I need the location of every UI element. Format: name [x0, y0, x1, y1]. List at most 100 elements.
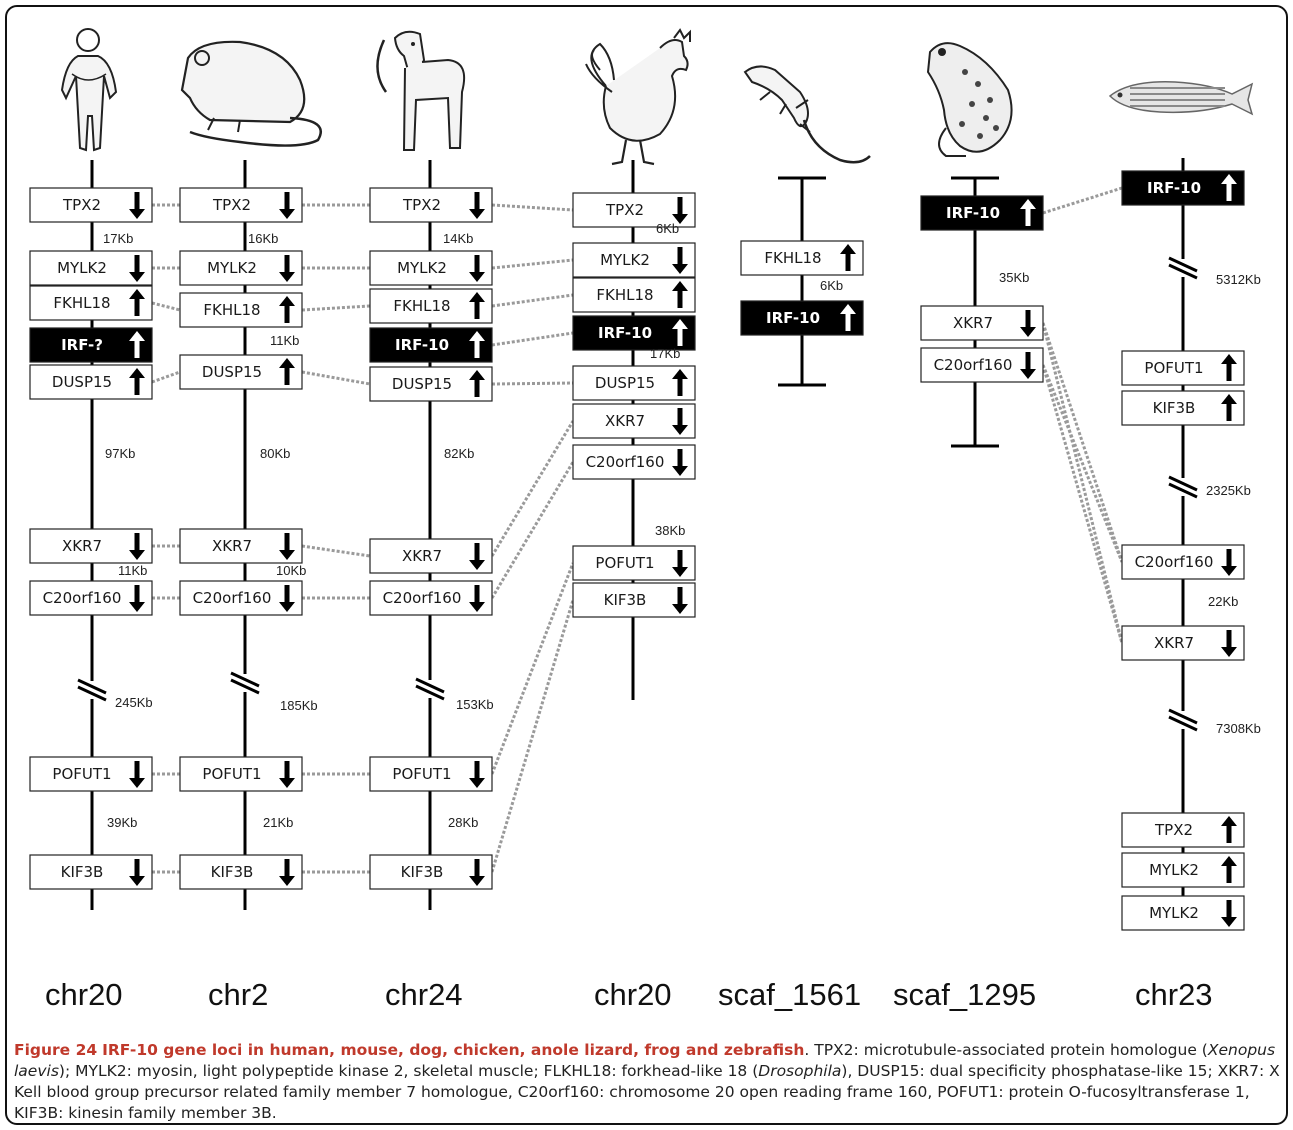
break-mark	[1168, 708, 1198, 725]
gene-label: DUSP15	[392, 375, 452, 393]
distance-label: 35Kb	[999, 270, 1029, 285]
gene-box: C20orf160	[1121, 544, 1245, 580]
arrow-down-icon	[279, 859, 295, 886]
arrow-down-icon	[1221, 549, 1237, 576]
arrow-up-icon	[469, 370, 485, 397]
gene-box: IRF-10	[572, 315, 696, 351]
gene-label: C20orf160	[43, 589, 122, 607]
figure-frame	[5, 5, 1288, 1125]
gene-box: C20orf160	[920, 347, 1044, 383]
arrow-down-icon	[279, 533, 295, 560]
distance-label: 7308Kb	[1216, 721, 1261, 736]
arrow-down-icon	[129, 761, 145, 788]
gene-loci-diagram: TPX2MYLK2FKHL18IRF-?DUSP15XKR7C20orf160P…	[29, 28, 1261, 1012]
gene-label: IRF-10	[598, 324, 652, 342]
arrow-down-icon	[1221, 630, 1237, 657]
dog-icon	[376, 30, 466, 151]
gene-box: KIF3B	[572, 582, 696, 618]
chromosome-label: chr20	[594, 977, 672, 1012]
gene-label: XKR7	[953, 314, 993, 332]
gene-box: FKHL18	[29, 285, 153, 321]
distance-label: 16Kb	[248, 231, 278, 246]
gene-box: POFUT1	[29, 756, 153, 792]
gene-box: KIF3B	[1121, 390, 1245, 426]
gene-box: MYLK2	[369, 250, 493, 286]
caption-text: ), DUSP15: dual specificity phosphatase-…	[14, 1062, 1280, 1122]
break-mark	[415, 677, 445, 694]
gene-label: FKHL18	[393, 297, 450, 315]
arrow-up-icon	[840, 304, 856, 331]
chicken-icon	[585, 28, 691, 166]
gene-label: POFUT1	[595, 554, 654, 572]
gene-box: KIF3B	[369, 854, 493, 890]
gene-box: DUSP15	[29, 364, 153, 400]
gene-label: TPX2	[402, 196, 441, 214]
figure-caption: Figure 24 IRF-10 gene loci in human, mou…	[14, 1040, 1284, 1124]
ortholog-link-26	[1041, 322, 1124, 563]
distance-label: 82Kb	[444, 446, 474, 461]
arrow-down-icon	[469, 585, 485, 612]
chromosome-label: chr24	[385, 977, 463, 1012]
distance-label: 153Kb	[456, 697, 494, 712]
gene-box: IRF-10	[740, 300, 864, 336]
arrow-up-icon	[672, 281, 688, 308]
gene-label: MYLK2	[207, 259, 257, 277]
arrow-down-icon	[672, 587, 688, 614]
ortholog-link-21	[490, 461, 575, 599]
arrow-down-icon	[129, 859, 145, 886]
gene-label: DUSP15	[595, 374, 655, 392]
arrow-down-icon	[469, 859, 485, 886]
arrow-down-icon	[672, 550, 688, 577]
gene-label: MYLK2	[600, 251, 650, 269]
ortholog-link-16	[491, 203, 574, 212]
gene-box: DUSP15	[179, 354, 303, 390]
ortholog-link-3	[151, 370, 181, 384]
break-mark	[230, 671, 260, 688]
gene-label: C20orf160	[383, 589, 462, 607]
arrow-down-icon	[469, 192, 485, 219]
gene-label: C20orf160	[934, 356, 1013, 374]
arrow-up-icon	[672, 319, 688, 346]
ortholog-link-19	[491, 381, 574, 386]
chromosome-label: scaf_1561	[718, 977, 861, 1012]
gene-box: POFUT1	[572, 545, 696, 581]
ortholog-link-24	[491, 331, 574, 347]
ortholog-link-29	[1041, 364, 1124, 644]
gene-box: MYLK2	[179, 250, 303, 286]
gene-box: POFUT1	[369, 756, 493, 792]
gene-box: IRF-?	[29, 327, 153, 363]
orthology-links	[151, 186, 1124, 874]
break-mark	[1168, 256, 1198, 273]
distance-label: 17Kb	[103, 231, 133, 246]
distance-label: 11Kb	[270, 333, 299, 348]
arrow-down-icon	[672, 408, 688, 435]
break-mark	[1168, 475, 1198, 492]
arrow-down-icon	[279, 192, 295, 219]
gene-box: TPX2	[1121, 812, 1245, 848]
arrow-down-icon	[279, 585, 295, 612]
arrow-down-icon	[279, 761, 295, 788]
gene-label: C20orf160	[586, 453, 665, 471]
gene-box: MYLK2	[29, 250, 153, 286]
gene-box: C20orf160	[29, 580, 153, 616]
gene-label: TPX2	[62, 196, 101, 214]
ortholog-link-17	[491, 258, 574, 270]
ortholog-link-25	[1042, 186, 1123, 215]
gene-box: IRF-10	[369, 327, 493, 363]
distance-label: 80Kb	[260, 446, 290, 461]
distance-label: 245Kb	[115, 695, 153, 710]
distance-label: 6Kb	[820, 278, 843, 293]
arrow-up-icon	[1221, 174, 1237, 201]
gene-label: KIF3B	[401, 863, 444, 881]
gene-box: IRF-10	[1121, 170, 1245, 206]
arrow-down-icon	[1020, 352, 1036, 379]
gene-label: KIF3B	[211, 863, 254, 881]
arrow-down-icon	[129, 533, 145, 560]
chromosome-label: scaf_1295	[893, 977, 1036, 1012]
ortholog-link-27	[1041, 322, 1124, 644]
gene-label: XKR7	[605, 412, 645, 430]
caption-text: . TPX2: microtubule-associated protein h…	[804, 1041, 1208, 1059]
ortholog-link-2	[151, 301, 181, 312]
arrow-down-icon	[129, 585, 145, 612]
gene-box: FKHL18	[369, 288, 493, 324]
